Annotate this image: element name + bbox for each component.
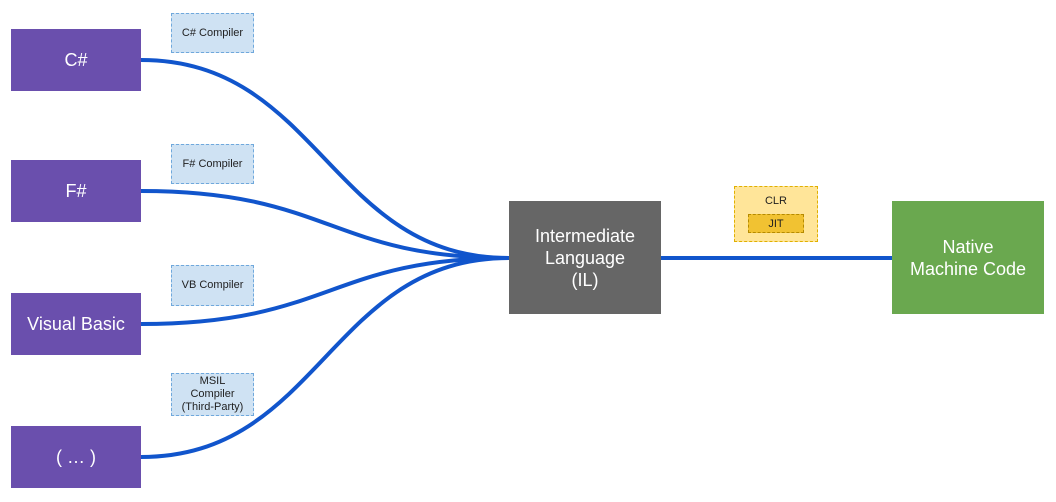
jit-box: JIT bbox=[748, 214, 804, 233]
connector-vb-to-il bbox=[140, 256, 510, 326]
compiler-label-line: MSIL bbox=[199, 375, 226, 387]
native-machine-code-box: Native Machine Code bbox=[892, 201, 1044, 314]
native-label-line: Native bbox=[942, 236, 994, 257]
compiler-label: C# Compiler bbox=[181, 26, 244, 39]
language-label: ( … ) bbox=[56, 446, 96, 467]
il-label-line: Intermediate bbox=[534, 225, 636, 246]
il-label-line: Language bbox=[544, 247, 626, 268]
native-label-line: Machine Code bbox=[909, 258, 1027, 279]
compiler-label-line: Compiler bbox=[190, 388, 235, 400]
compiler-label: F# Compiler bbox=[182, 157, 243, 170]
language-label: Visual Basic bbox=[27, 313, 125, 334]
language-box-other: ( … ) bbox=[11, 426, 141, 488]
language-box-fsharp: F# bbox=[11, 160, 141, 222]
clr-label: CLR bbox=[764, 195, 787, 207]
compiler-box-msil: MSIL Compiler (Third-Party) bbox=[171, 373, 254, 416]
connector-other-to-il bbox=[140, 256, 510, 459]
language-label: C# bbox=[64, 49, 88, 70]
language-box-csharp: C# bbox=[11, 29, 141, 91]
jit-label: JIT bbox=[768, 217, 784, 230]
connector-csharp-to-il bbox=[140, 58, 510, 260]
compiler-box-csharp: C# Compiler bbox=[171, 13, 254, 53]
intermediate-language-box: Intermediate Language (IL) bbox=[509, 201, 661, 314]
clr-box: CLR JIT bbox=[734, 186, 818, 242]
connector-fsharp-to-il bbox=[140, 189, 510, 260]
language-label: F# bbox=[65, 180, 87, 201]
il-label-line: (IL) bbox=[571, 269, 599, 290]
compiler-label-line: (Third-Party) bbox=[181, 401, 244, 413]
compiler-box-fsharp: F# Compiler bbox=[171, 144, 254, 184]
language-box-visual-basic: Visual Basic bbox=[11, 293, 141, 355]
compiler-box-vb: VB Compiler bbox=[171, 265, 254, 306]
compiler-label: VB Compiler bbox=[181, 279, 244, 291]
